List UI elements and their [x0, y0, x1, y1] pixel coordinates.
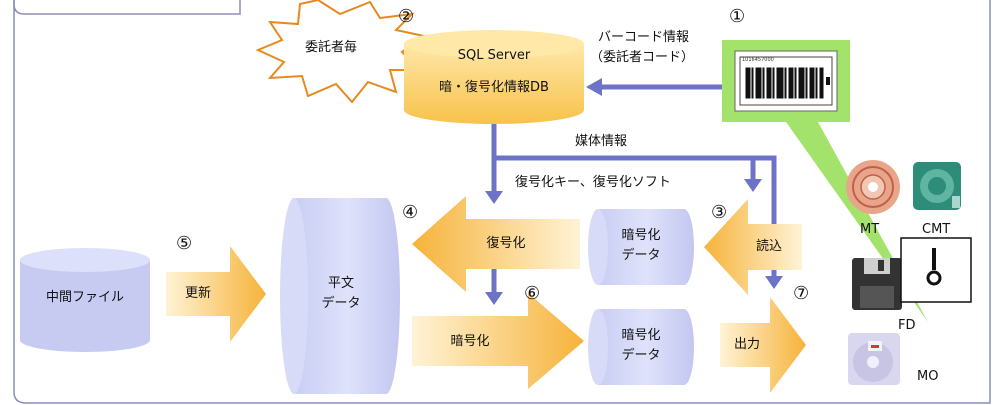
encrypted-data-cylinder-top — [588, 209, 694, 285]
barcode-stripe — [819, 67, 824, 99]
intermediate-file-label: 中間ファイル — [45, 290, 124, 305]
mo-disk-icon — [848, 333, 900, 385]
header-tab — [13, 0, 241, 15]
output-label: 出力 — [733, 337, 760, 352]
encrypt-label: 暗号化 — [450, 334, 490, 349]
read-label: 読込 — [755, 239, 782, 254]
plain-data-cylinder — [280, 198, 400, 394]
fd-drive-box — [900, 237, 972, 303]
db-title: SQL Server — [457, 48, 531, 63]
barcode-stripe — [809, 67, 813, 99]
barcode-stripe — [802, 67, 805, 99]
barcode-card — [734, 50, 838, 112]
update-label: 更新 — [184, 286, 211, 301]
fd-floppy-icon — [852, 258, 902, 310]
media-mt-label: MT — [860, 222, 880, 237]
encrypted-data-cylinder-bottom — [588, 309, 694, 385]
media-fd-label: FD — [898, 318, 916, 333]
encrypted-data-bottom-line2: データ — [621, 348, 661, 363]
mt-tape-icon — [846, 160, 900, 214]
encrypt-arrow — [412, 293, 584, 389]
burst-label: 委託者毎 — [305, 40, 358, 55]
plain-data-line2: データ — [321, 296, 361, 311]
db-subtitle: 暗・復号化情報DB — [439, 80, 549, 95]
decrypt-label: 復号化 — [486, 236, 526, 251]
barcode-stripe — [757, 67, 762, 99]
burst-shape — [255, 0, 427, 104]
barcode-stripe — [779, 67, 784, 99]
barcode-stripe — [805, 67, 808, 99]
encrypted-data-bottom-line1: 暗号化 — [621, 328, 661, 343]
read-arrow — [704, 199, 802, 295]
step-1: ① — [729, 6, 746, 27]
barcode-stripe — [798, 67, 803, 99]
barcode-stripe — [812, 67, 815, 99]
step-7: ⑦ — [793, 283, 810, 304]
barcode-stripe — [776, 67, 780, 99]
step-6: ⑥ — [524, 283, 541, 304]
barcode-stripe — [784, 67, 787, 99]
media-info-label: 媒体情報 — [575, 134, 628, 149]
barcode-stripe — [794, 67, 797, 99]
step-5: ⑤ — [176, 233, 193, 254]
barcode-info-label: バーコード情報 — [598, 30, 690, 45]
barcode-stripe — [745, 67, 748, 99]
media-mo-label: MO — [917, 369, 939, 384]
barcode-info-sub: （委託者コード） — [590, 50, 695, 65]
barcode-stripe — [751, 67, 754, 99]
step-4: ④ — [402, 202, 419, 223]
step-2: ② — [398, 6, 415, 27]
barcode-stripe — [762, 67, 765, 99]
intermediate-file-cylinder — [20, 248, 150, 352]
sql-database-cylinder — [404, 30, 584, 124]
outer-frame — [13, 0, 991, 404]
cmt-cartridge-icon — [913, 162, 961, 210]
barcode-stripe — [772, 67, 775, 99]
barcode-stripe — [790, 67, 794, 99]
barcode-stripe — [755, 67, 758, 99]
barcode-stripe — [766, 67, 770, 99]
arrow-barcode-to-db — [586, 78, 722, 96]
media-cmt-label: CMT — [922, 222, 951, 237]
decrypt-arrow — [412, 196, 580, 292]
step-3: ③ — [711, 202, 728, 223]
encrypted-data-top-line2: データ — [621, 248, 661, 263]
db-flow-arrowheads — [485, 179, 783, 305]
barcode-stripe — [815, 67, 818, 99]
barcode-stripe — [747, 67, 751, 99]
decrypt-key-soft-label: 復号化キー、復号化ソフト — [515, 175, 671, 190]
barcode-stripe — [769, 67, 772, 99]
barcode-tiny-text: 1016457000 — [742, 57, 774, 63]
plain-data-line1: 平文 — [327, 276, 354, 291]
output-arrow — [720, 297, 806, 393]
barcode-stripe — [788, 67, 791, 99]
encrypted-data-top-line1: 暗号化 — [621, 228, 661, 243]
update-arrow — [166, 246, 266, 342]
